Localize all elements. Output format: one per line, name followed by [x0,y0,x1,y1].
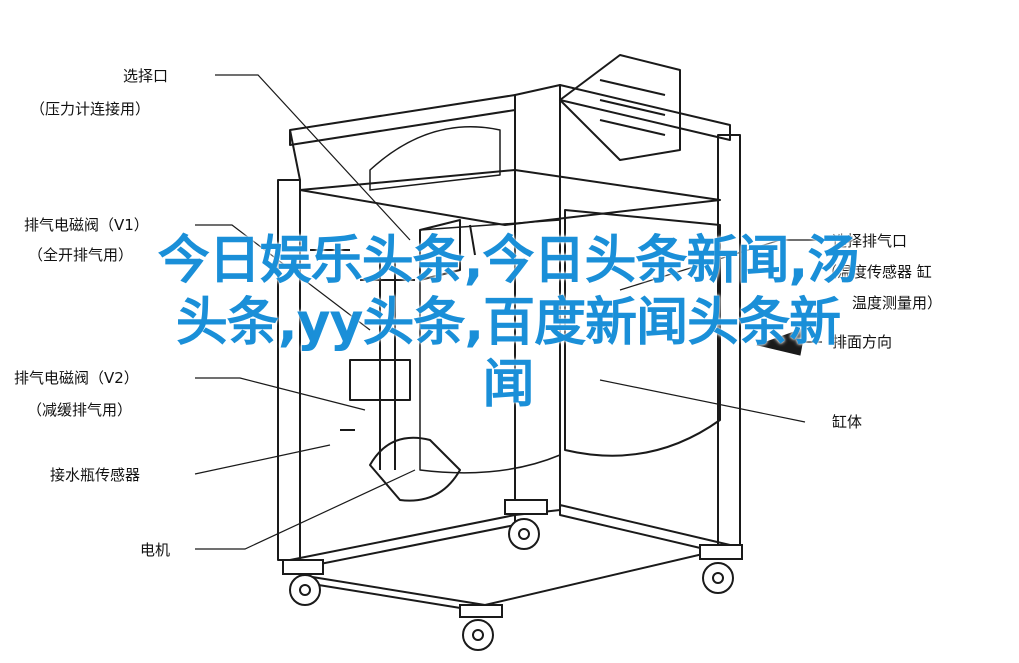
exhaust-box [559,54,681,161]
caster-front [459,604,503,651]
caster-right [699,544,743,594]
label-exhaust-valve-v1-note: （全开排气用） [28,246,134,264]
headline-overlay: 今日娱乐头条,今日头条新闻,汤 头条,yy头条,百度新闻头条新 闻 [8,230,1008,416]
frame-bottom-side [484,549,721,606]
exhaust-direction-arrow [756,327,806,356]
headline-line-3: 闻 [482,355,534,415]
cylinder-front [419,219,561,474]
headline-line-1: 今日娱乐头条,今日头条新闻,汤 [157,231,860,291]
leader-motor [195,469,416,550]
label-select-exhaust-port: 选择排气口 [832,232,908,250]
leader-valve-v1 [195,224,371,331]
label-select-port: 选择口 [123,67,169,85]
motor-body [369,436,461,502]
caster-mid [504,499,548,550]
frame-top-left [289,94,516,146]
label-exhaust-valve-v2: 排气电磁阀（V2） [14,369,139,387]
frame-bottom-front [299,574,486,613]
leader-cylinder [599,379,806,423]
label-motor: 电机 [140,541,171,559]
label-water-bottle-sensor: 接水瓶传感器 [50,466,141,484]
shelf [299,169,721,226]
frame-top-back [289,110,516,181]
caster-left [282,559,324,606]
headline-line-2: 头条,yy头条,百度新闻头条新 [175,293,841,353]
frame-top-right [559,84,731,141]
label-select-exhaust-port-note2: 温度测量用） [852,294,943,312]
fan [369,126,501,191]
leader-select-port [215,74,411,241]
label-exhaust-valve-v1: 排气电磁阀（V1） [24,216,149,234]
cylinder-drum [564,209,721,457]
leader-water-sensor [194,444,331,475]
label-exhaust-valve-v2-note: （减缓排气用） [27,401,133,419]
piping [310,249,415,470]
label-select-exhaust-port-note1: （温度传感器 缸 [822,263,932,281]
leader-valve-v2 [195,377,366,411]
leader-exhaust-port [619,239,822,291]
label-exhaust-direction: 排面方向 [832,333,893,351]
label-cylinder: 缸体 [832,413,863,431]
valve-block [419,219,476,281]
label-select-port-note: （压力计连接用） [30,100,151,118]
